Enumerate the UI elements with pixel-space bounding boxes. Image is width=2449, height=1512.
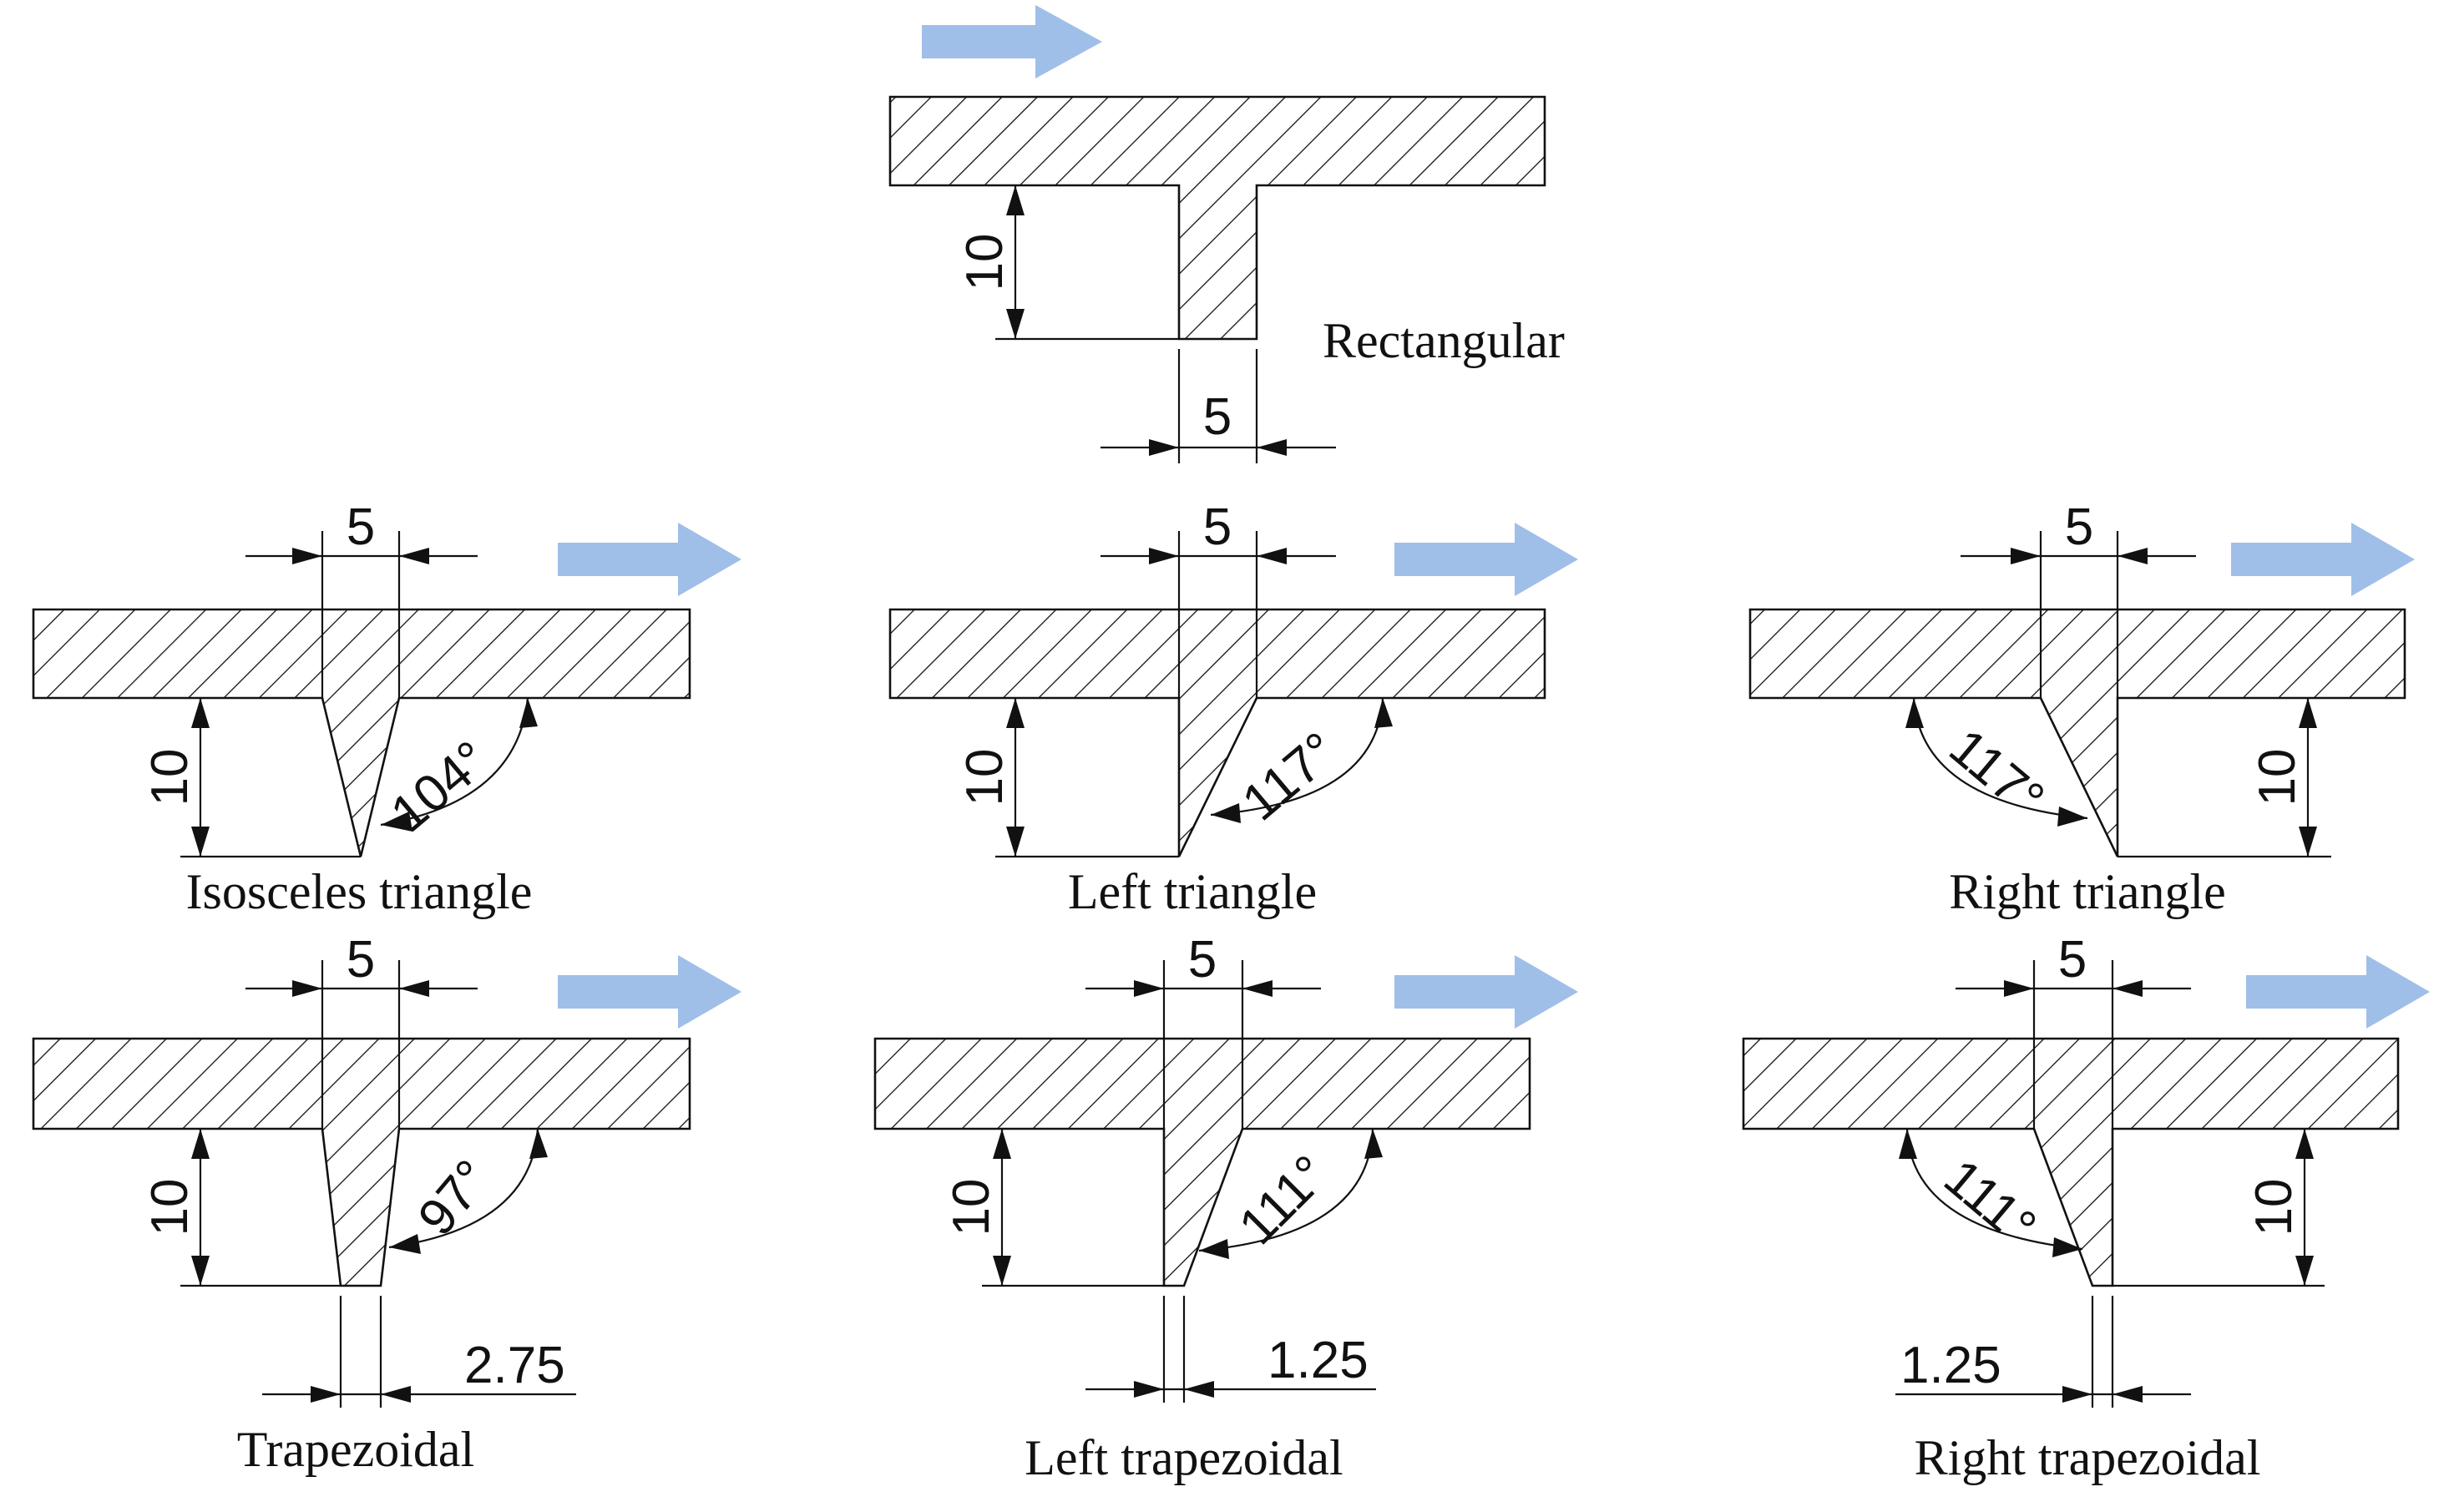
- width-label: 5: [1203, 388, 1232, 446]
- angle-label: 111°: [1228, 1145, 1339, 1256]
- flow-arrow-icon: [1394, 523, 1578, 596]
- flow-arrow-icon: [558, 955, 741, 1029]
- caption-left-triangle: Left triangle: [1068, 864, 1317, 919]
- width-label: 5: [347, 498, 375, 556]
- panel-trapezoidal: 5 10 97° 2.75 Trapezoidal: [32, 931, 741, 1477]
- flow-arrow-icon: [2231, 523, 2415, 596]
- plate-rectangular: [888, 95, 1546, 341]
- width-label: 5: [1188, 931, 1217, 989]
- width-label: 5: [347, 931, 375, 989]
- caption-rectangular: Rectangular: [1323, 313, 1565, 368]
- panel-left-triangle: 5 10 117° Left triangle: [888, 498, 1578, 919]
- width-label: 5: [2065, 498, 2093, 556]
- height-label: 10: [2245, 1179, 2303, 1236]
- height-label: 10: [956, 749, 1014, 807]
- panel-left-trapezoidal: 5 10 111° 1.25 Left trapezoidal: [873, 931, 1578, 1485]
- width-label: 5: [1203, 498, 1232, 556]
- flow-arrow-icon: [1394, 955, 1578, 1029]
- angle-label: 117°: [1939, 718, 2055, 828]
- tip-width-label: 2.75: [464, 1337, 565, 1394]
- flow-arrow-icon: [558, 523, 741, 596]
- panel-right-triangle: 5 10 117° Right triangle: [1748, 498, 2415, 919]
- panel-right-trapezoidal: 5 10 111° 1.25 Right trapezoidal: [1742, 931, 2430, 1485]
- plate-left-trapezoidal: [873, 1037, 1531, 1287]
- plate-trapezoidal: [32, 1037, 691, 1287]
- plate-isosceles-triangle: [32, 608, 691, 857]
- angle-label: 97°: [407, 1150, 502, 1247]
- panel-isosceles-triangle: 5 10 104° Isosceles triangle: [32, 498, 741, 919]
- height-label: 10: [2249, 749, 2306, 807]
- tip-width-label: 1.25: [1268, 1332, 1369, 1389]
- caption-trapezoidal: Trapezoidal: [237, 1422, 474, 1477]
- plate-left-triangle: [888, 608, 1546, 857]
- height-label: 10: [943, 1179, 1000, 1236]
- caption-isosceles-triangle: Isosceles triangle: [186, 864, 533, 919]
- tip-width-label: 1.25: [1900, 1337, 2001, 1394]
- caption-right-trapezoidal: Right trapezoidal: [1915, 1430, 2261, 1485]
- flow-arrow-icon: [2246, 955, 2430, 1029]
- width-label: 5: [2058, 931, 2087, 989]
- caption-left-trapezoidal: Left trapezoidal: [1025, 1430, 1343, 1485]
- caption-right-triangle: Right triangle: [1949, 864, 2226, 919]
- panel-rectangular: 10 5 Rectangular: [888, 5, 1565, 463]
- height-label: 10: [141, 1179, 199, 1236]
- plate-right-triangle: [1748, 608, 2406, 857]
- height-label: 10: [956, 234, 1014, 291]
- angle-label: 117°: [1232, 721, 1348, 832]
- height-label: 10: [141, 749, 199, 807]
- flow-arrow-icon: [922, 5, 1102, 78]
